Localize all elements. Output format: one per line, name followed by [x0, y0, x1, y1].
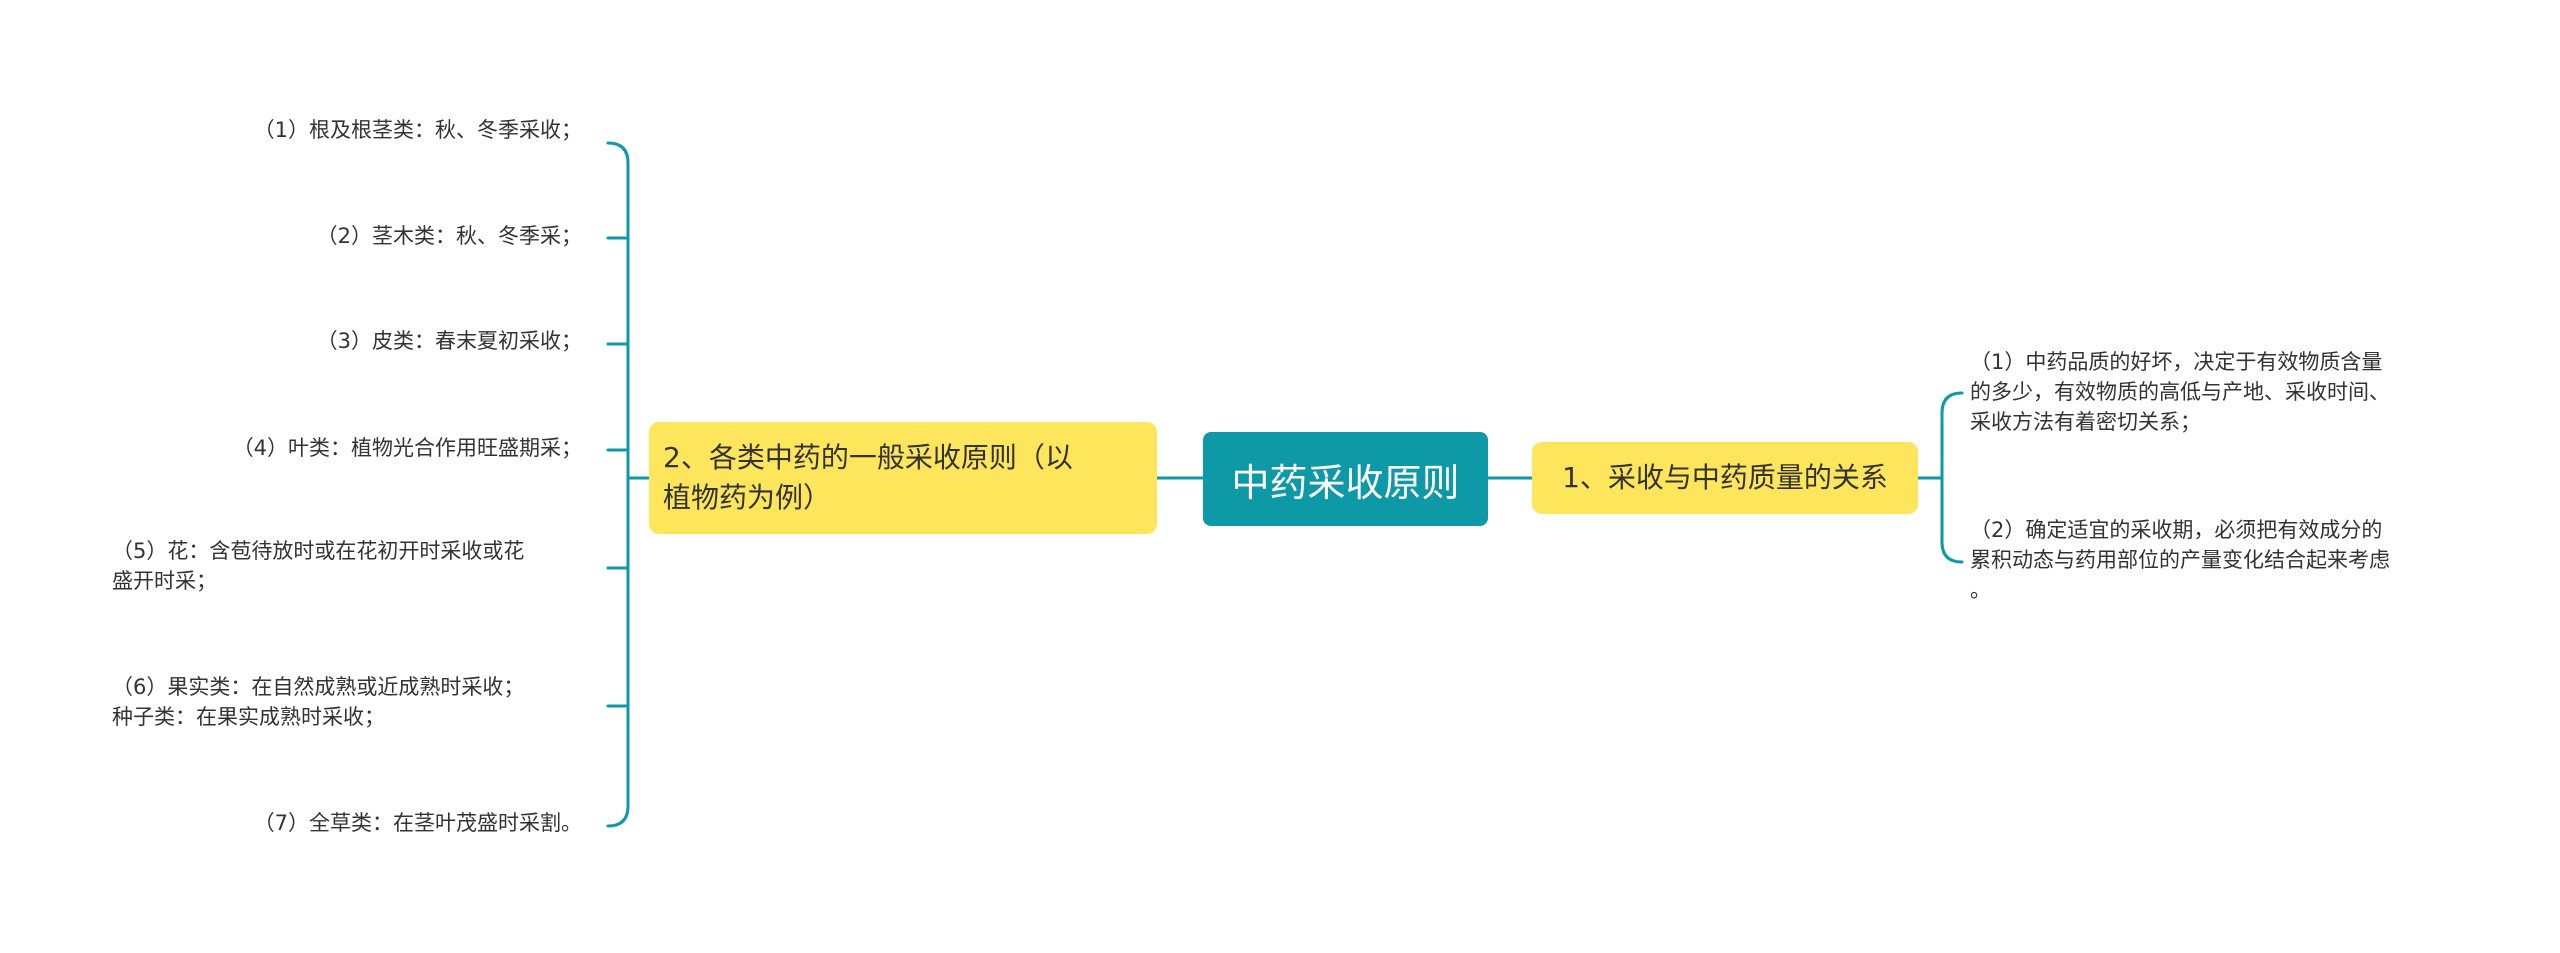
leaf-line: 盛开时采；	[112, 569, 217, 593]
connector-right-spine	[1940, 391, 1964, 564]
branch-label-line: 植物药为例）	[663, 481, 832, 514]
leaf-fruits-seeds[interactable]: （6）果实类：在自然成熟或近成熟时采收； 种子类：在果实成熟时采收；	[112, 672, 524, 732]
leaf-whole-herbs[interactable]: （7）全草类：在茎叶茂盛时采割。	[254, 808, 582, 838]
leaf-stems[interactable]: （2）茎木类：秋、冬季采；	[317, 221, 582, 251]
leaf-line: （5）花：含苞待放时或在花初开时采收或花	[112, 539, 525, 563]
leaf-line: （6）果实类：在自然成熟或近成熟时采收；	[112, 675, 525, 699]
center-topic[interactable]: 中药采收原则	[1203, 432, 1488, 526]
leaf-line: （1）根及根茎类：秋、冬季采收；	[253, 118, 582, 142]
branch-harvest-principles-label: 2、各类中药的一般采收原则（以 植物药为例）	[663, 438, 1073, 518]
leaf-line: （7）全草类：在茎叶茂盛时采割。	[253, 811, 582, 835]
leaf-line: 种子类：在果实成熟时采收；	[112, 705, 385, 729]
leaf-harvest-period[interactable]: （2）确定适宜的采收期，必须把有效成分的 累积动态与药用部位的产量变化结合起来考…	[1970, 515, 2390, 605]
center-topic-label: 中药采收原则	[1231, 460, 1460, 505]
leaf-line: 累积动态与药用部位的产量变化结合起来考虑	[1970, 548, 2390, 572]
leaf-line: 的多少，有效物质的高低与产地、采收时间、	[1970, 380, 2390, 404]
leaf-flowers[interactable]: （5）花：含苞待放时或在花初开时采收或花 盛开时采；	[112, 536, 524, 596]
leaf-quality-factors[interactable]: （1）中药品质的好坏，决定于有效物质含量 的多少，有效物质的高低与产地、采收时间…	[1970, 347, 2390, 437]
leaf-line: 采收方法有着密切关系；	[1970, 410, 2201, 434]
leaf-line: （4）叶类：植物光合作用旺盛期采；	[232, 436, 582, 460]
leaf-line: （3）皮类：春末夏初采收；	[316, 329, 582, 353]
leaf-bark[interactable]: （3）皮类：春末夏初采收；	[317, 326, 582, 356]
branch-label-line: 2、各类中药的一般采收原则（以	[663, 441, 1073, 474]
leaf-line: 。	[1970, 578, 1991, 602]
leaf-leaves[interactable]: （4）叶类：植物光合作用旺盛期采；	[233, 433, 582, 463]
leaf-line: （2）茎木类：秋、冬季采；	[316, 224, 582, 248]
connector-left-spine	[606, 141, 630, 828]
leaf-line: （1）中药品质的好坏，决定于有效物质含量	[1970, 350, 2383, 374]
branch-harvest-quality[interactable]: 1、采收与中药质量的关系	[1532, 442, 1918, 514]
branch-harvest-quality-label: 1、采收与中药质量的关系	[1562, 461, 1888, 494]
leaf-roots[interactable]: （1）根及根茎类：秋、冬季采收；	[254, 115, 582, 145]
leaf-line: （2）确定适宜的采收期，必须把有效成分的	[1970, 518, 2383, 542]
branch-harvest-principles[interactable]: 2、各类中药的一般采收原则（以 植物药为例）	[649, 422, 1157, 534]
